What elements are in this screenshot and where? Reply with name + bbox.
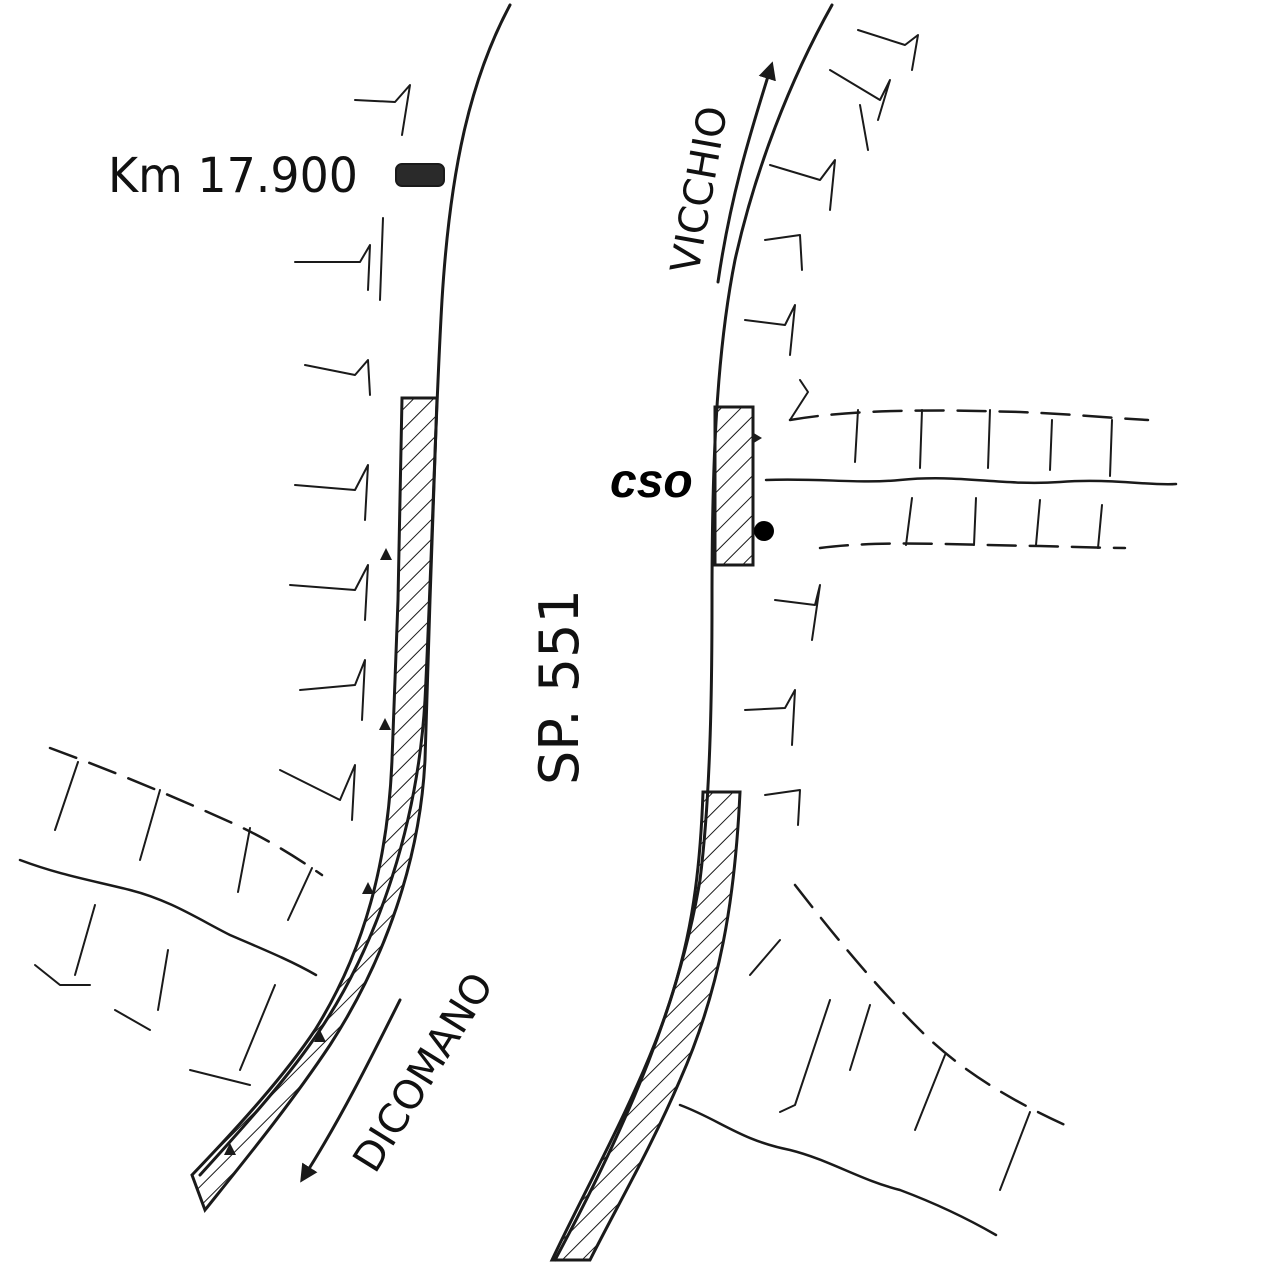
- location-code-label: cso: [610, 455, 693, 508]
- left-stream-line: [18, 858, 318, 977]
- right-embankment-hachures: [789, 379, 1113, 549]
- km-marker-label: Km 17.900: [108, 148, 358, 204]
- right-lower-embankment-hachures: [749, 939, 1031, 1191]
- right-lower-stream-line: [678, 1103, 998, 1237]
- reflector-markers: [224, 432, 762, 1155]
- left-embankment-top: [48, 746, 324, 877]
- left-hatched-barrier: [190, 396, 439, 1214]
- arrow-to-vicchio: [716, 61, 776, 284]
- location-point: [754, 521, 774, 541]
- right-lower-embankment: [793, 883, 1067, 1127]
- right-lower-hatched-barrier: [549, 790, 742, 1262]
- km-marker-post: [395, 163, 445, 187]
- right-stream-line: [764, 477, 1178, 486]
- left-embankment-hachures: [34, 761, 313, 1086]
- right-roadside-hachures: [744, 29, 919, 826]
- arrow-to-dicomano: [300, 998, 402, 1183]
- road-name-label: SP. 551: [528, 589, 591, 785]
- right-upper-hatched-barrier: [713, 405, 755, 567]
- right-embankment-bottom: [818, 542, 1127, 550]
- direction-label-dicomano: DICOMANO: [344, 965, 502, 1180]
- right-embankment-top: [788, 409, 1150, 422]
- direction-label-vicchio: VICCHIO: [663, 103, 738, 277]
- left-roadside-hachures: [279, 84, 411, 821]
